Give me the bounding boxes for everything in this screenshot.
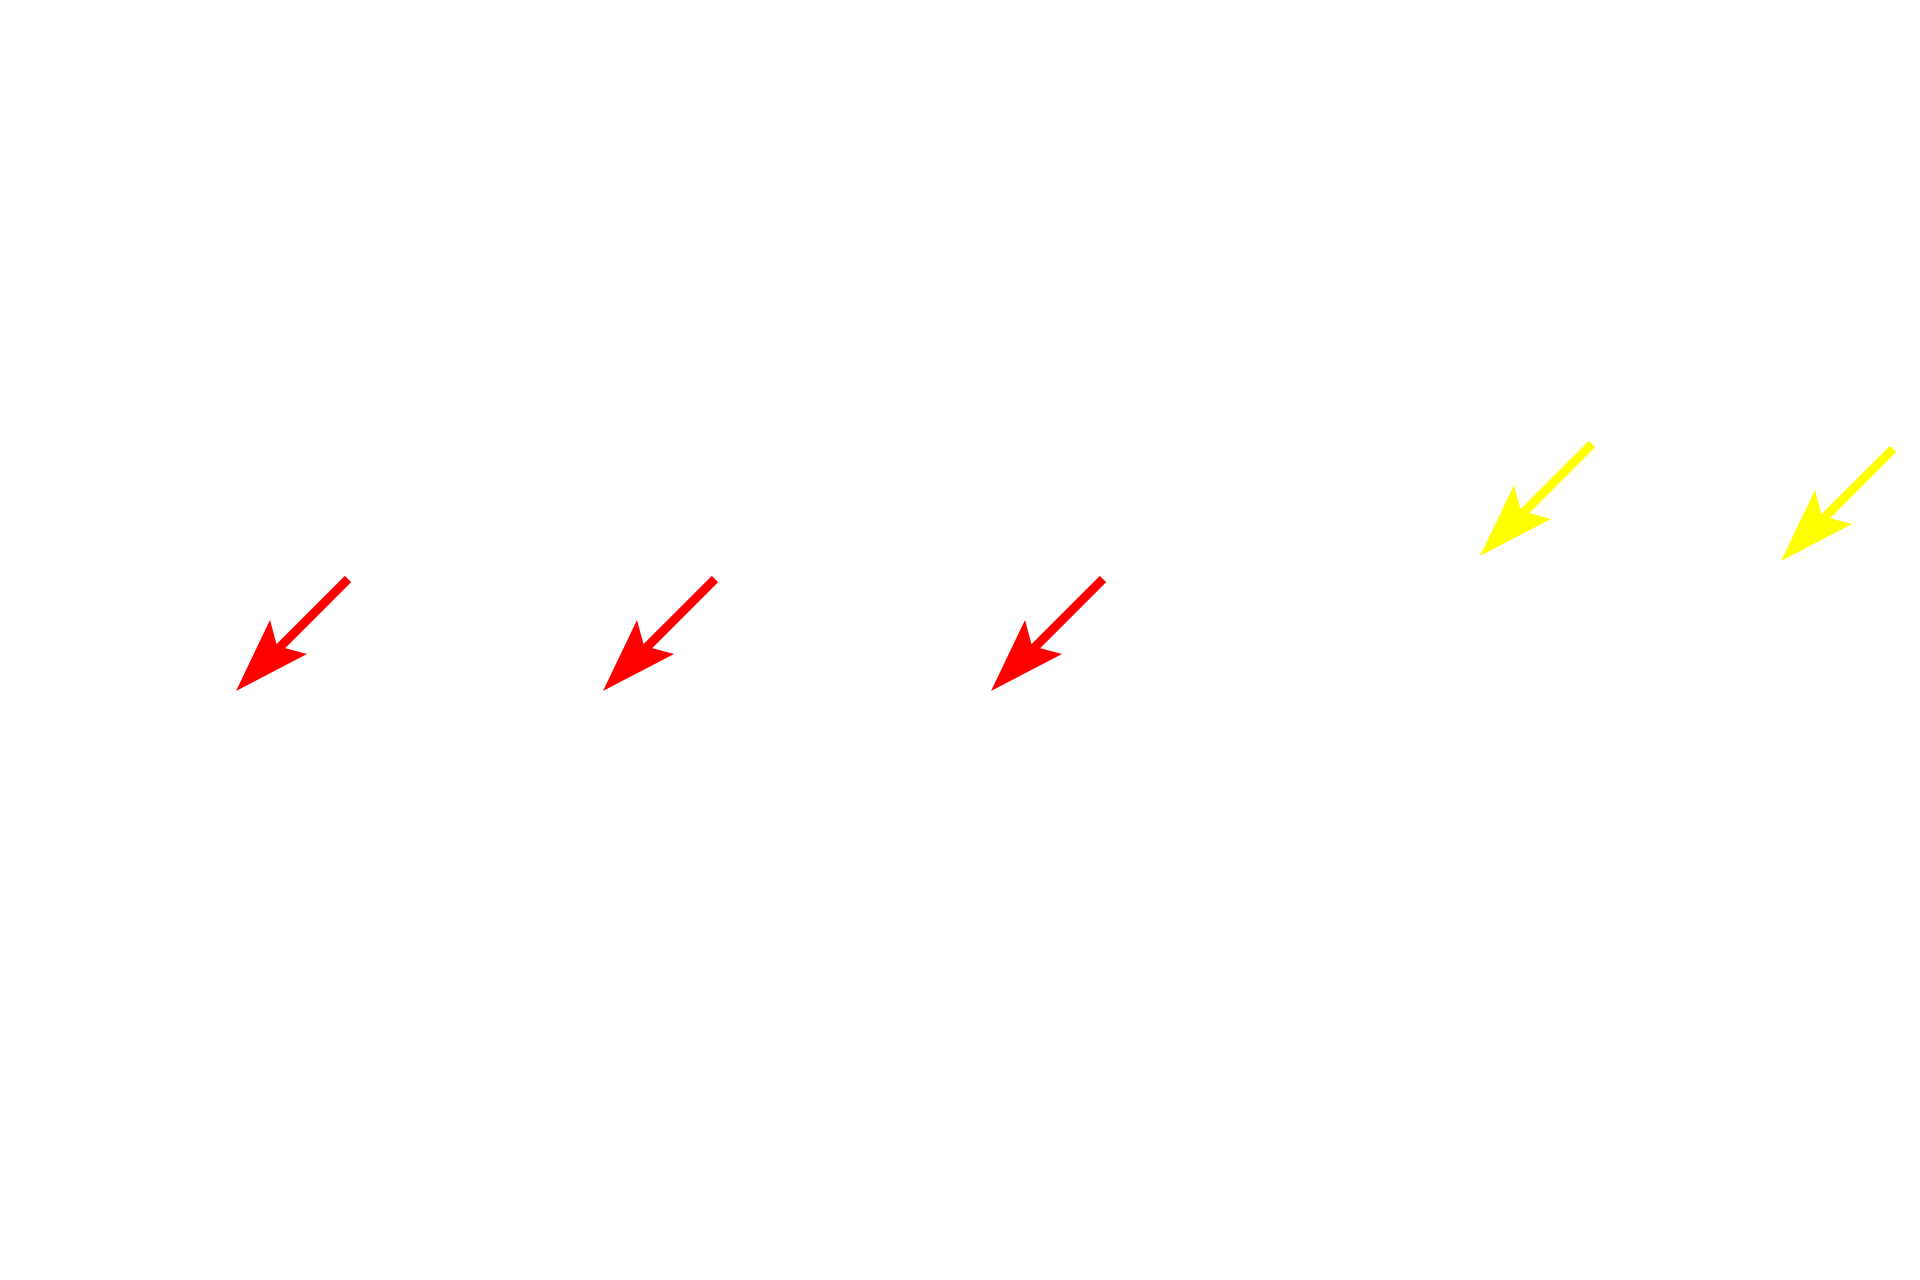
arrow-shaft	[1809, 445, 1897, 533]
yellow-arrow-2	[1775, 437, 1905, 567]
arrow-shaft	[1019, 575, 1107, 663]
arrow-head	[1480, 485, 1551, 556]
arrow-shaft	[1508, 440, 1596, 528]
yellow-arrow-1	[1474, 432, 1604, 562]
arrow-head	[603, 620, 674, 691]
red-arrow-3	[985, 567, 1115, 697]
arrow-head	[991, 620, 1062, 691]
arrow-shaft	[264, 575, 352, 663]
arrow-head	[1781, 490, 1852, 561]
red-arrow-1	[230, 567, 360, 697]
arrow-down-left-icon	[1781, 445, 1897, 561]
arrow-down-left-icon	[603, 575, 719, 691]
arrow-down-left-icon	[991, 575, 1107, 691]
arrow-down-left-icon	[1480, 440, 1596, 556]
red-arrow-2	[597, 567, 727, 697]
arrow-head	[236, 620, 307, 691]
arrow-down-left-icon	[236, 575, 352, 691]
arrow-shaft	[631, 575, 719, 663]
